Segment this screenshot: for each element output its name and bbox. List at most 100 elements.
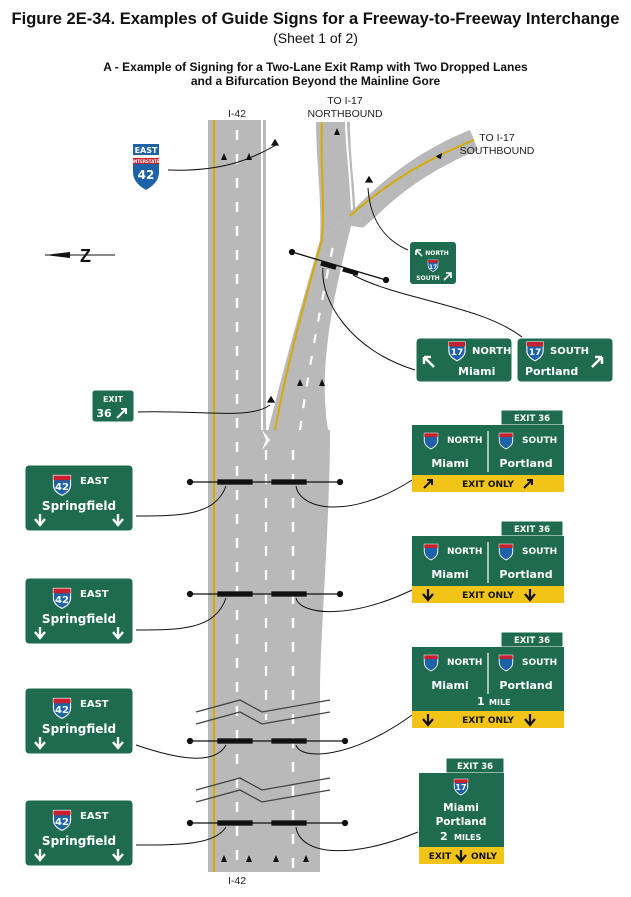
mainline-roadway xyxy=(208,120,266,872)
gore-exit-tab: EXIT 36 xyxy=(514,414,550,424)
down-arrow-icon xyxy=(112,849,124,862)
bif-north-direction: NORTH xyxy=(472,346,511,357)
ml3-destination: Springfield xyxy=(42,722,116,736)
mainline-top-label: I-42 xyxy=(228,108,246,120)
down-arrow-icon xyxy=(422,714,434,727)
trailblazer-sign: EAST INTERSTATE 42 xyxy=(133,144,160,190)
adv3-distance-num: 2 xyxy=(440,830,448,843)
adv3-distance-unit: MILES xyxy=(454,833,482,842)
adv2-north: NORTH xyxy=(447,658,482,668)
north-ramp-label-line2: NORTHBOUND xyxy=(307,108,382,120)
up-right-arrow-icon xyxy=(523,479,533,489)
exit-36-gore-sign: EXIT 36 xyxy=(91,389,135,423)
figure-title: Figure 2E-34. Examples of Guide Signs fo… xyxy=(11,10,620,28)
ml2-direction: EAST xyxy=(80,589,109,600)
ml2-route: 42 xyxy=(55,595,69,606)
figure-subtitle: A - Example of Signing for a Two-Lane Ex… xyxy=(0,60,631,88)
south-ramp-label-line1: TO I-17 xyxy=(479,132,515,144)
south-ramp-label-line2: SOUTHBOUND xyxy=(460,145,535,157)
mainline-overhead-sign-3: 42 EAST Springfield xyxy=(24,687,134,755)
gore-dest-right: Portland xyxy=(499,457,552,470)
adv3-dest-1: Miami xyxy=(443,802,479,814)
bif-south-direction: SOUTH xyxy=(550,346,589,357)
down-arrow-icon xyxy=(34,514,46,527)
exit-tab-line1: EXIT xyxy=(103,395,124,404)
down-arrow-icon xyxy=(455,850,467,863)
adv1-south: SOUTH xyxy=(522,547,557,557)
down-arrow-icon xyxy=(112,737,124,750)
advance-overhead-sign-3: EXIT 36 17 Miami Portland 2 MILES EXIT O… xyxy=(419,757,505,864)
adv3-exit-tab: EXIT 36 xyxy=(457,762,493,772)
ramp-split-small-sign: NORTH 17 SOUTH xyxy=(410,242,456,284)
ml4-destination: Springfield xyxy=(42,834,116,848)
north-arrow-icon: Z xyxy=(45,246,115,266)
gore-overhead-sign: EXIT 36 NORTH SOUTH Miami Portland EXIT … xyxy=(412,409,564,492)
adv3-panel-left: EXIT xyxy=(429,852,452,862)
gore-south: SOUTH xyxy=(522,436,557,446)
trailblazer-route: 42 xyxy=(138,168,155,182)
bif-north-destination: Miami xyxy=(458,365,495,378)
advance-overhead-sign-2: EXIT 36 NORTH SOUTH Miami Portland 1 MIL… xyxy=(412,631,564,728)
adv2-dest-left: Miami xyxy=(431,679,468,692)
down-arrow-icon xyxy=(422,589,434,602)
ramp-small-route: 17 xyxy=(429,264,437,271)
lane-arrows xyxy=(221,128,442,868)
advance-overhead-sign-1: EXIT 36 NORTH SOUTH Miami Portland EXIT … xyxy=(412,520,564,603)
ml4-route: 42 xyxy=(55,817,69,828)
gore-dest-left: Miami xyxy=(431,457,468,470)
sign-structures xyxy=(186,138,390,827)
up-right-arrow-icon xyxy=(116,408,127,419)
bifurcation-sign-north: 17 NORTH Miami xyxy=(415,337,513,383)
leader-lines xyxy=(135,144,523,852)
adv1-north: NORTH xyxy=(447,547,482,557)
bif-south-route: 17 xyxy=(529,348,542,358)
up-right-arrow-icon xyxy=(423,479,433,489)
adv2-dest-right: Portland xyxy=(499,679,552,692)
gore-north: NORTH xyxy=(447,436,482,446)
ml1-direction: EAST xyxy=(80,476,109,487)
gore-exit-only: EXIT ONLY xyxy=(462,480,514,490)
adv1-exit-only: EXIT ONLY xyxy=(462,591,514,601)
up-left-arrow-icon xyxy=(422,355,435,368)
svg-text:Z: Z xyxy=(80,246,91,266)
adv3-dest-2: Portland xyxy=(436,816,487,828)
down-arrow-icon xyxy=(34,627,46,640)
ramp-small-north: NORTH xyxy=(425,250,449,257)
break-lines xyxy=(195,699,331,803)
adv2-exit-only: EXIT ONLY xyxy=(462,716,514,726)
ml2-destination: Springfield xyxy=(42,612,116,626)
adv3-panel-right: ONLY xyxy=(471,852,498,862)
trailblazer-shield-text: INTERSTATE xyxy=(133,159,160,164)
mainline-overhead-sign-1: 42 EAST Springfield xyxy=(24,464,134,532)
up-right-arrow-icon xyxy=(591,355,604,368)
ml3-direction: EAST xyxy=(80,699,109,710)
mainline-overhead-sign-4: 42 EAST Springfield xyxy=(24,799,134,867)
figure-sheet-number: (Sheet 1 of 2) xyxy=(273,30,358,46)
adv3-route: 17 xyxy=(455,783,466,792)
adv2-south: SOUTH xyxy=(522,658,557,668)
adv1-exit-tab: EXIT 36 xyxy=(514,525,550,535)
bifurcation-sign-south: 17 SOUTH Portland xyxy=(516,337,614,383)
subtitle-line-1: A - Example of Signing for a Two-Lane Ex… xyxy=(103,60,528,74)
down-arrow-icon xyxy=(524,589,536,602)
up-right-arrow-icon xyxy=(443,272,452,281)
mainline-overhead-sign-2: 42 EAST Springfield xyxy=(24,577,134,645)
adv2-distance-unit: MILE xyxy=(489,698,511,707)
mainline-bottom-label: I-42 xyxy=(228,875,246,887)
down-arrow-icon xyxy=(34,849,46,862)
ml3-route: 42 xyxy=(55,705,69,716)
adv2-exit-tab: EXIT 36 xyxy=(514,636,550,646)
bif-south-destination: Portland xyxy=(525,365,578,378)
exit-ramp-roadway xyxy=(262,121,479,872)
down-arrow-icon xyxy=(112,627,124,640)
exit-tab-line2: 36 xyxy=(96,407,112,420)
ml4-direction: EAST xyxy=(80,811,109,822)
ml1-destination: Springfield xyxy=(42,499,116,513)
adv1-dest-left: Miami xyxy=(431,568,468,581)
adv1-dest-right: Portland xyxy=(499,568,552,581)
ml1-route: 42 xyxy=(55,482,69,493)
adv2-distance-num: 1 xyxy=(477,695,485,708)
trailblazer-direction: EAST xyxy=(135,146,158,155)
ramp-small-south: SOUTH xyxy=(416,275,439,282)
